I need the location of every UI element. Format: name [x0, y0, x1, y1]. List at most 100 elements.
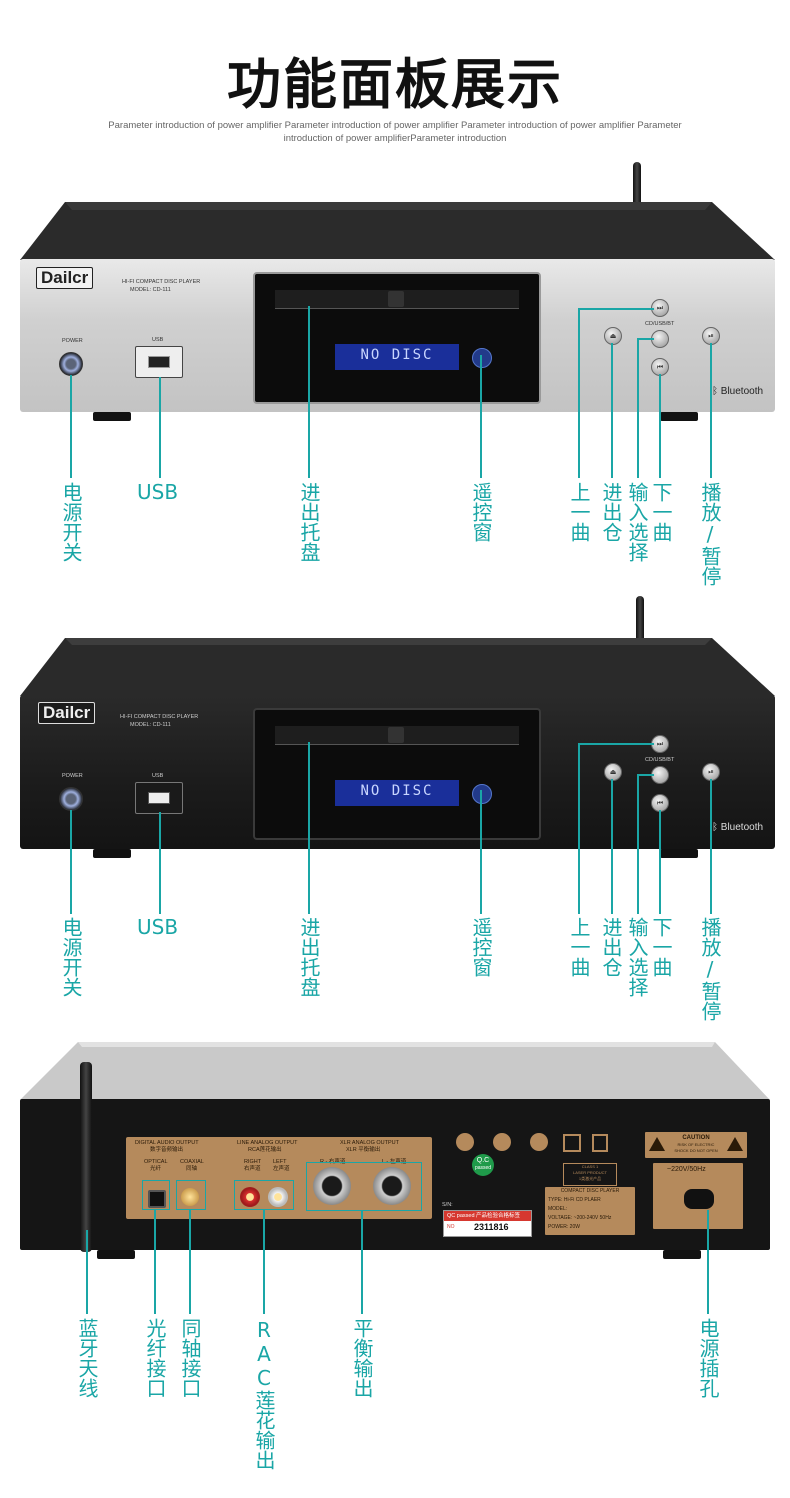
- coaxial-text: COAXIAL: [180, 1159, 204, 1165]
- callout-line: [707, 1210, 709, 1314]
- label-input-select: 输入选择: [625, 482, 649, 562]
- spec-title: COMPACT DISC PLAYER: [560, 1188, 620, 1194]
- callout-line: [637, 774, 654, 776]
- digital-output-sub: 数字音频输出: [150, 1147, 184, 1153]
- brand-logo: Dailcr: [36, 267, 94, 289]
- ac-socket-plate: ~220V/50Hz: [653, 1163, 743, 1229]
- usb-port[interactable]: [135, 782, 183, 814]
- callout-line: [710, 343, 712, 478]
- play-pause-button[interactable]: ⏯: [702, 763, 720, 781]
- callout-line: [578, 308, 654, 310]
- label-bluetooth-antenna: 蓝牙天线: [75, 1318, 99, 1398]
- label-rca-output: RAC莲花输出: [252, 1318, 276, 1470]
- page-subtitle: Parameter introduction of power amplifie…: [108, 120, 682, 144]
- model-text-line1: HI-FI COMPACT DISC PLAYER: [122, 279, 201, 285]
- ten-year-icon: [530, 1133, 548, 1151]
- callout-box: [176, 1180, 206, 1210]
- recycle-icon: [493, 1133, 511, 1151]
- weee-bin-icon: [592, 1134, 608, 1152]
- callout-line: [70, 810, 72, 914]
- optical-port[interactable]: [148, 1190, 166, 1208]
- label-xlr-output: 平衡输出: [350, 1318, 374, 1398]
- foot: [660, 849, 698, 858]
- qc-sticker: QC passed 产品检验合格标签 NO 2311816: [443, 1210, 532, 1237]
- label-prev-track: 上一曲: [567, 917, 591, 977]
- callout-box: [142, 1180, 170, 1210]
- qc-badge: Q.C passed: [472, 1154, 494, 1176]
- coaxial-port[interactable]: [181, 1188, 199, 1206]
- rear-chassis-top: [20, 1042, 770, 1100]
- callout-box: [234, 1180, 294, 1210]
- callout-box: [306, 1162, 422, 1211]
- bluetooth-icon: ᛒ: [712, 822, 718, 833]
- callout-line: [70, 375, 72, 478]
- rca-right-port[interactable]: [240, 1187, 260, 1207]
- rca-left-port[interactable]: [268, 1187, 288, 1207]
- bluetooth-badge: ᛒ Bluetooth: [712, 386, 764, 397]
- chassis-top-black: [20, 638, 775, 696]
- spec-power: POWER: 20W: [548, 1224, 580, 1230]
- usb-text: USB: [152, 337, 164, 343]
- label-remote-window: 遥控窗: [469, 482, 493, 542]
- disc-tray[interactable]: [275, 726, 519, 745]
- label-tray: 进出托盘: [297, 482, 321, 562]
- cert-icon: [456, 1133, 474, 1151]
- callout-line: [659, 810, 661, 914]
- input-select-text: CD/USB/BT: [645, 321, 675, 327]
- usb-port[interactable]: [135, 346, 183, 378]
- callout-line: [637, 338, 654, 340]
- disc-tray[interactable]: [275, 290, 519, 309]
- next-track-button[interactable]: ⏭: [651, 299, 669, 317]
- callout-line: [159, 812, 161, 914]
- power-socket[interactable]: [684, 1189, 714, 1209]
- warning-icon: [649, 1137, 665, 1151]
- callout-line: [308, 742, 310, 914]
- disc-tray-window: NO DISC: [253, 708, 541, 840]
- label-next-track: 下一曲: [649, 482, 673, 542]
- bluetooth-badge: ᛒ Bluetooth: [712, 822, 764, 833]
- label-coaxial-port: 同轴接口: [178, 1318, 202, 1398]
- bluetooth-antenna[interactable]: [80, 1062, 92, 1252]
- eject-button[interactable]: ⏏: [604, 763, 622, 781]
- power-button[interactable]: [59, 787, 83, 811]
- lcd-display: NO DISC: [335, 344, 459, 370]
- eject-button[interactable]: ⏏: [604, 327, 622, 345]
- callout-line: [611, 343, 613, 478]
- model-text-line1: HI-FI COMPACT DISC PLAYER: [120, 714, 199, 720]
- serial-number: 2311816: [474, 1222, 509, 1232]
- foot: [660, 412, 698, 421]
- callout-line: [578, 743, 654, 745]
- label-remote-window: 遥控窗: [469, 917, 493, 977]
- page-title: 功能面板展示: [227, 53, 563, 116]
- label-eject: 进出仓: [599, 482, 623, 542]
- optical-text: OPTICAL: [144, 1159, 168, 1165]
- callout-line: [659, 374, 661, 478]
- label-play-pause: 播放/暂停: [698, 482, 722, 586]
- laser-product-label: CLASS 1 LASER PRODUCT 1类激光产品: [563, 1163, 617, 1186]
- usb-text: USB: [152, 773, 164, 779]
- ac-voltage-text: ~220V/50Hz: [667, 1166, 706, 1173]
- callout-line: [480, 355, 482, 478]
- power-text: POWER: [62, 338, 83, 344]
- label-usb: USB: [137, 480, 179, 504]
- foot: [663, 1250, 701, 1259]
- callout-line: [189, 1209, 191, 1314]
- callout-line: [637, 774, 639, 914]
- xlr-right-port[interactable]: [313, 1167, 351, 1205]
- callout-line: [159, 377, 161, 478]
- label-eject: 进出仓: [599, 917, 623, 977]
- callout-line: [154, 1209, 156, 1314]
- digital-output-title: DIGITAL AUDIO OUTPUT: [135, 1140, 199, 1146]
- caution-plate: CAUTION RISK OF ELECTRIC SHOCK DO NOT OP…: [645, 1132, 747, 1158]
- callout-line: [480, 790, 482, 914]
- coaxial-text-cn: 同轴: [186, 1166, 198, 1172]
- callout-line: [361, 1210, 363, 1314]
- xlr-left-port[interactable]: [373, 1167, 411, 1205]
- sn-label: S/N:: [442, 1202, 453, 1208]
- model-text-line2: MODEL: CD-111: [130, 722, 171, 728]
- callout-line: [578, 743, 580, 914]
- antenna-icon: [636, 596, 644, 642]
- line-output-title: LINE ANALOG OUTPUT: [237, 1140, 298, 1146]
- callout-line: [637, 338, 639, 478]
- lcd-display: NO DISC: [335, 780, 459, 806]
